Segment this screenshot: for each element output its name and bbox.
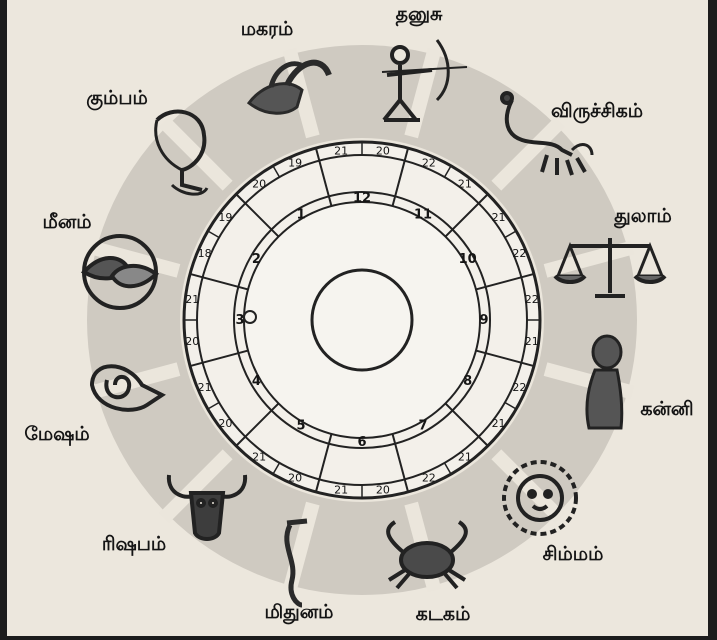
house-number: 2 — [252, 252, 261, 267]
degree-label: 22 — [422, 471, 436, 484]
degree-label: 20 — [185, 335, 199, 348]
sign-label-mesham: மேஷம் — [24, 423, 89, 445]
degree-label: 20 — [376, 484, 390, 497]
degree-label: 18 — [198, 247, 212, 260]
house-number: 3 — [235, 313, 244, 328]
degree-label: 22 — [422, 157, 436, 170]
sign-label-simmam: சிம்மம் — [543, 543, 604, 565]
wheel-ring-4 — [244, 202, 480, 438]
sign-label-rishabam: ரிஷபம் — [102, 533, 166, 555]
degree-label: 20 — [376, 144, 390, 157]
sign-label-kadagam: கடகம் — [416, 603, 471, 625]
degree-label: 19 — [218, 211, 232, 224]
degree-label: 21 — [198, 381, 212, 394]
house-number: 12 — [353, 191, 371, 206]
sun-marker — [244, 311, 256, 323]
sign-label-thulam: துலாம் — [613, 205, 671, 229]
degree-label: 21 — [252, 451, 266, 464]
degree-label: 20 — [252, 177, 266, 190]
degree-label: 21 — [458, 177, 472, 190]
degree-label: 21 — [492, 211, 506, 224]
degree-label: 21 — [525, 335, 539, 348]
sign-label-kumbam: கும்பம் — [86, 87, 148, 111]
degree-label: 19 — [288, 157, 302, 170]
sign-label-kanni: கன்னி — [640, 398, 693, 420]
degree-label: 22 — [525, 293, 539, 306]
degree-label: 22 — [512, 247, 526, 260]
house-number: 8 — [463, 374, 472, 389]
degree-label: 20 — [218, 417, 232, 430]
house-number: 11 — [414, 207, 432, 222]
degree-label: 20 — [288, 471, 302, 484]
zodiac-wheel-diagram: 2019181920212021202120212122222122212122… — [7, 0, 708, 636]
house-number: 5 — [296, 419, 305, 434]
house-number: 10 — [459, 252, 477, 267]
degree-label: 21 — [185, 293, 199, 306]
degree-label: 21 — [334, 144, 348, 157]
sign-label-magaram: மகரம் — [241, 18, 294, 40]
degree-label: 21 — [492, 417, 506, 430]
house-number: 6 — [357, 435, 366, 450]
house-number: 7 — [418, 419, 427, 434]
maiden-icon — [587, 336, 622, 428]
degree-label: 21 — [458, 451, 472, 464]
house-number: 4 — [252, 374, 261, 389]
sign-label-dhanusu: தனுசு — [396, 3, 443, 27]
house-number: 1 — [296, 207, 305, 222]
sign-label-viruchigam: விருச்சிகம் — [551, 100, 643, 124]
degree-label: 22 — [512, 381, 526, 394]
degree-label: 21 — [334, 484, 348, 497]
sign-label-mithunam: மிதுனம் — [265, 601, 334, 625]
house-number: 9 — [479, 313, 488, 328]
sign-label-meenam: மீனம் — [42, 211, 91, 233]
